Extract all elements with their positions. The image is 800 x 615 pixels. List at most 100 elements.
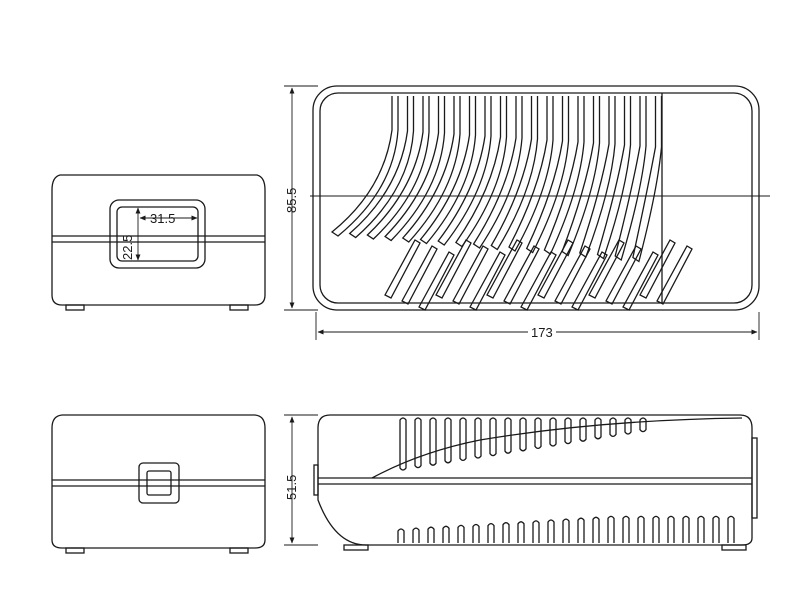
vent-slot-lower xyxy=(452,245,489,305)
side-vent-slot-lower xyxy=(637,515,645,543)
vent-slot-lower xyxy=(571,251,608,311)
side-vent-slot-upper xyxy=(519,417,527,452)
side-vent-slot-upper xyxy=(534,417,542,450)
side-vent-slot-lower xyxy=(457,524,465,543)
side-view-foot-right xyxy=(721,544,747,551)
length-label: 173 xyxy=(531,325,553,340)
vent-slot xyxy=(437,96,492,246)
vent-slot xyxy=(401,96,461,243)
side-vent-slot-upper xyxy=(399,417,407,471)
rear-view-foot-right xyxy=(229,547,249,554)
top-view-vent-slots xyxy=(330,96,693,311)
vent-slot xyxy=(632,96,663,263)
vent-slot xyxy=(614,96,647,262)
side-vent-slot-lower xyxy=(607,515,615,543)
side-vent-slot-upper xyxy=(549,417,557,447)
side-vent-slot-lower xyxy=(472,523,480,543)
side-vent-slot-lower xyxy=(502,522,510,543)
side-view-left-tab xyxy=(313,464,319,496)
side-vent-slot-lower xyxy=(487,522,495,543)
vent-slot-lower xyxy=(384,239,421,299)
vent-slot-lower xyxy=(537,239,574,299)
side-vent-slot-lower xyxy=(442,525,450,543)
top-view: 85.5 173 xyxy=(284,85,770,340)
side-vent-slot-lower xyxy=(427,526,435,543)
front-view-foot-right xyxy=(229,304,249,311)
side-vent-slot-lower xyxy=(517,521,525,543)
top-view-outer-outline xyxy=(312,85,760,311)
vent-slot xyxy=(366,96,430,240)
cable-window-outer xyxy=(109,199,206,269)
side-vent-slot-upper xyxy=(564,417,572,445)
vent-slot-lower xyxy=(418,251,455,311)
vent-slot-lower xyxy=(656,245,693,305)
side-view-end-cap xyxy=(751,437,758,519)
side-vent-slot-lower xyxy=(697,515,705,543)
vent-slot xyxy=(472,96,523,249)
side-vent-slot-upper xyxy=(624,417,632,435)
vent-slot-lower xyxy=(469,251,506,311)
top-height-label: 85.5 xyxy=(284,188,299,213)
vent-slot-lower xyxy=(486,239,523,299)
vent-slot xyxy=(596,96,632,260)
top-view-inner-outline xyxy=(319,92,753,304)
vent-slot-lower xyxy=(639,239,676,299)
side-vent-slot-upper xyxy=(474,417,482,459)
vent-slot-lower xyxy=(622,251,659,311)
side-vent-slot-lower xyxy=(547,519,555,543)
window-height-label: 22.5 xyxy=(120,235,135,260)
side-vent-slot-lower xyxy=(682,515,690,543)
socket-inner xyxy=(146,470,172,496)
vent-slot-lower xyxy=(435,239,472,299)
vent-slot xyxy=(543,96,585,255)
front-view-body xyxy=(51,174,266,306)
side-view-body xyxy=(317,414,753,546)
side-vent-slot-upper xyxy=(414,417,422,469)
vent-slot xyxy=(348,96,415,239)
side-view-foot-left xyxy=(343,544,369,551)
side-vent-slot-upper xyxy=(444,417,452,464)
vent-slot xyxy=(454,96,508,248)
side-vent-slot-upper xyxy=(429,417,437,466)
window-width-label: 31.5 xyxy=(150,211,175,226)
side-view-vent-slots xyxy=(397,417,735,543)
side-vent-slot-lower xyxy=(412,527,420,543)
vent-slot-lower xyxy=(401,245,438,305)
vent-slot xyxy=(525,96,570,254)
vent-slot xyxy=(490,96,539,251)
vent-slot xyxy=(561,96,601,257)
vent-slot-lower xyxy=(588,239,625,299)
side-vent-slot-upper xyxy=(489,417,497,457)
front-view: 31.5 22.5 xyxy=(51,174,266,311)
cable-window-inner xyxy=(116,206,199,262)
vent-slot-lower xyxy=(554,245,591,305)
side-vent-slot-lower xyxy=(712,515,720,543)
side-vent-slot-lower xyxy=(652,515,660,543)
side-vent-slot-lower xyxy=(562,518,570,543)
side-vent-slot-upper xyxy=(504,417,512,454)
vent-slot xyxy=(384,96,446,242)
front-view-foot-left xyxy=(65,304,85,311)
side-vent-slot-lower xyxy=(667,515,675,543)
vent-slot xyxy=(330,96,399,237)
rear-view-body xyxy=(51,414,266,549)
side-vent-slot-upper xyxy=(609,417,617,438)
side-vent-slot-upper xyxy=(639,417,647,433)
side-height-label: 51.5 xyxy=(284,475,299,500)
side-vent-slot-upper xyxy=(579,417,587,442)
vent-slot-lower xyxy=(520,251,557,311)
side-vent-slot-lower xyxy=(577,517,585,543)
side-vent-slot-lower xyxy=(727,515,735,543)
rear-view-foot-left xyxy=(65,547,85,554)
vent-slot-lower xyxy=(503,245,540,305)
vent-slot xyxy=(419,96,477,245)
side-vent-slot-lower xyxy=(397,528,405,543)
vent-slot xyxy=(579,96,616,258)
rear-view xyxy=(51,414,266,554)
side-vent-slot-upper xyxy=(594,417,602,440)
side-view-wedge-line xyxy=(371,417,743,479)
side-vent-slot-lower xyxy=(622,515,630,543)
side-vent-slot-lower xyxy=(592,516,600,543)
vent-slot-lower xyxy=(605,245,642,305)
